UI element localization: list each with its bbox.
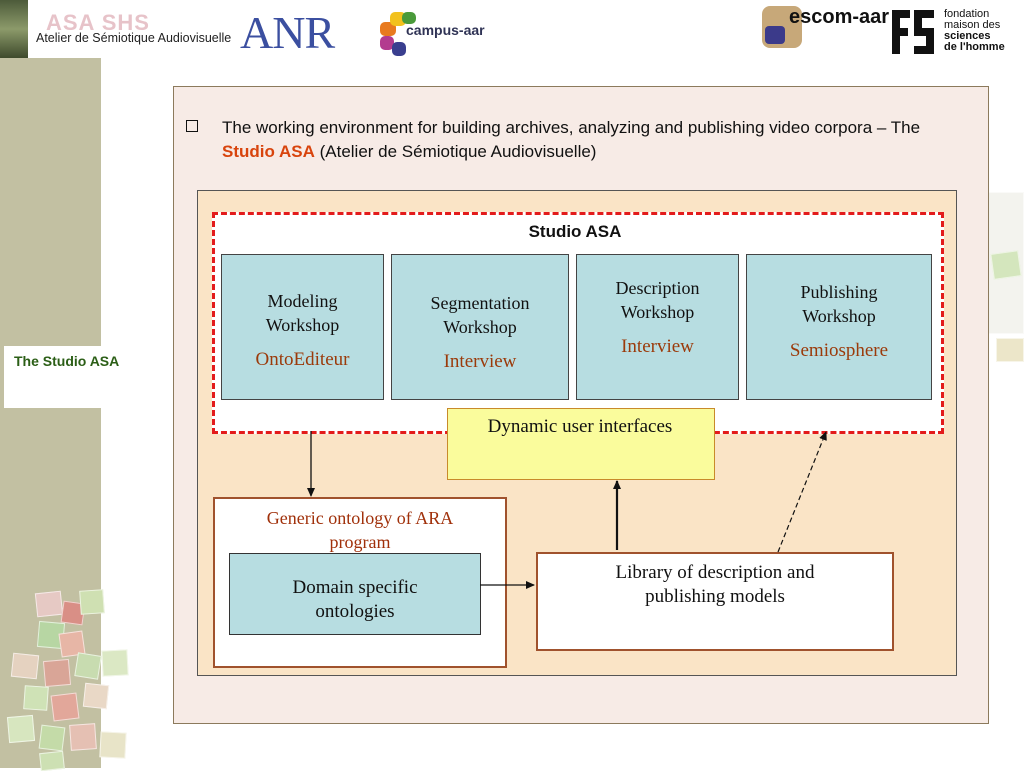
generic-ontology-label: Generic ontology of ARA program (213, 506, 507, 554)
workshop-title: Modeling (267, 291, 338, 311)
fmsh-logo-text: fondation maison des sciences de l'homme (944, 9, 1005, 53)
header-photo-thumbnail (0, 0, 28, 58)
workshop-tool: Interview (621, 336, 694, 357)
domain-ontologies-box (229, 553, 481, 635)
workshop-title: Workshop (802, 306, 876, 326)
fmsh-logo-line: sciences (944, 30, 991, 42)
domain-ontologies-line: ontologies (315, 601, 395, 622)
domain-ontologies-line: Domain specific (292, 577, 418, 598)
library-box (536, 552, 894, 651)
side-section-label: The Studio ASA (14, 353, 120, 369)
library-line: publishing models (645, 586, 785, 607)
asa-logo-title: ASA SHS (46, 10, 150, 35)
intro-text: The working environment for building arc… (222, 118, 921, 137)
workshop-title: Segmentation (430, 293, 530, 313)
fmsh-logo-mark (892, 10, 934, 54)
workshop-title: Workshop (265, 315, 340, 335)
workshop-tool: Semiosphere (789, 340, 889, 361)
workshop-title: Workshop (443, 317, 517, 337)
intro-highlight: Studio ASA (222, 142, 315, 161)
workshop-tool: OntoEditeur (255, 349, 350, 370)
generic-ontology-line: program (329, 532, 391, 552)
fmsh-logo-line: fondation (944, 8, 990, 20)
anr-logo-text: ANR (240, 7, 335, 58)
asa-logo-text: Atelier de Sémiotique Audiovisuelle (36, 31, 232, 45)
campus-aar-logo-text: campus-aar (406, 22, 485, 38)
library-line: Library of description and (615, 562, 815, 583)
segmentation-workshop-box: Segmentation Workshop Interview (391, 254, 569, 400)
campus-aar-logo (380, 12, 416, 56)
workshop-title: Description (615, 278, 700, 298)
workshop-title: Workshop (620, 302, 695, 322)
studio-asa-title: Studio ASA (528, 222, 622, 241)
fmsh-logo-line: de l'homme (944, 41, 1005, 53)
library-label: Library of description and publishing mo… (536, 561, 894, 609)
arrow-library-to-studio-dashed (777, 431, 827, 553)
fmsh-logo-line: maison des (944, 19, 1001, 31)
intro-text-end: (Atelier de Sémiotique Audiovisuelle) (314, 142, 597, 161)
dynamic-ui-label: Dynamic user interfaces (487, 416, 673, 437)
domain-ontologies-label: Domain specific ontologies (229, 576, 481, 624)
side-label-box (4, 346, 180, 408)
checkbox-bullet-icon (186, 120, 198, 132)
generic-ontology-line: Generic ontology of ARA (266, 508, 454, 528)
dynamic-ui-box (447, 408, 715, 480)
anr-logo: ANR (240, 6, 335, 59)
publishing-workshop-box: Publishing Workshop Semiosphere (746, 254, 932, 400)
workshop-title: Publishing (800, 282, 878, 302)
escom-aar-logo-square (765, 26, 785, 44)
workshop-tool: Interview (443, 351, 517, 372)
intro-paragraph: The working environment for building arc… (222, 116, 942, 164)
modeling-workshop-box: Modeling Workshop OntoEditeur (221, 254, 384, 400)
escom-aar-logo-text: escom-aar (789, 6, 890, 28)
description-workshop-box: Description Workshop Interview (576, 254, 739, 400)
